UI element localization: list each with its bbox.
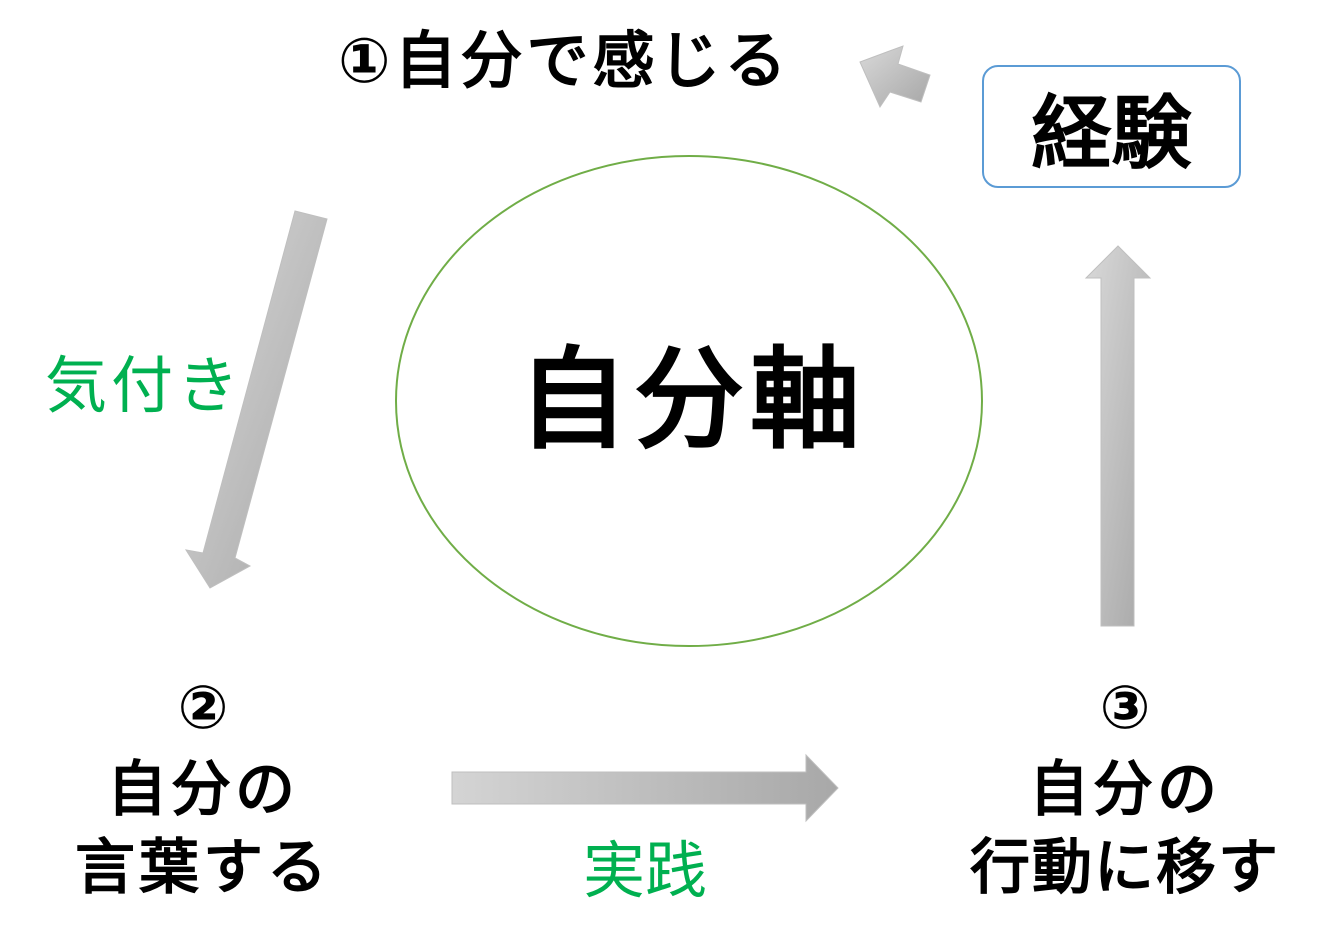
step3-number: ③ bbox=[1099, 673, 1151, 743]
awareness-label: 気付き bbox=[45, 349, 244, 422]
arrow-feel-to-words bbox=[184, 210, 328, 589]
experience-label: 経験 bbox=[1031, 86, 1192, 180]
practice-label: 実践 bbox=[582, 834, 707, 907]
center-ellipse bbox=[395, 155, 983, 647]
step2-number: ② bbox=[177, 673, 229, 743]
arrow-action-to-experience bbox=[1084, 245, 1152, 627]
step2-line2: 言葉する bbox=[75, 833, 331, 903]
arrow-experience-to-feel bbox=[859, 45, 931, 109]
step3-line2: 行動に移す bbox=[970, 833, 1280, 903]
arrow-words-to-action bbox=[451, 753, 839, 823]
step2-line1: 自分の bbox=[107, 755, 299, 825]
experience-box: 経験 bbox=[982, 65, 1241, 188]
center-label: 自分軸 bbox=[518, 336, 866, 464]
step3-line1: 自分の bbox=[1029, 755, 1221, 825]
step1-label: ①自分で感じる bbox=[338, 24, 791, 97]
